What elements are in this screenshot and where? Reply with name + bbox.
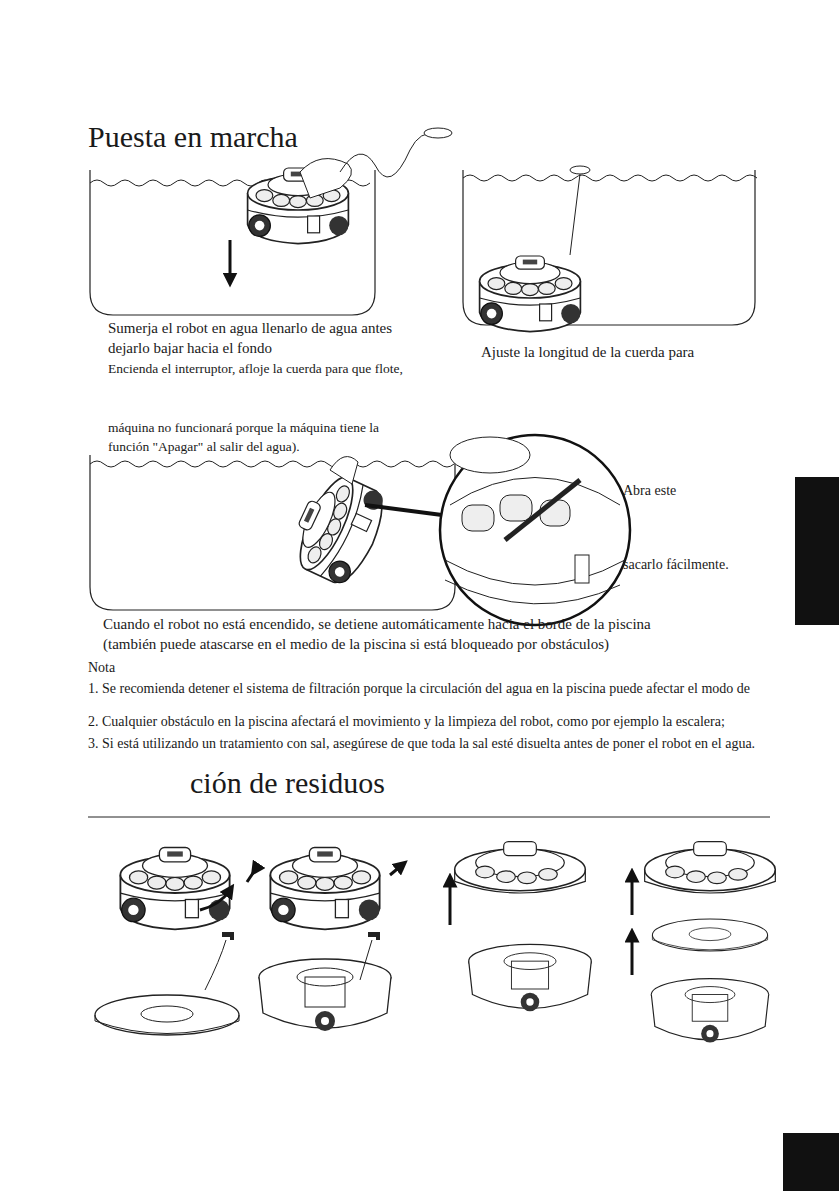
instruction-text: dejarlo bajar hacia el fondo (108, 340, 272, 357)
note-text: 1. Se recomienda detener el sistema de f… (88, 681, 750, 697)
page-title: Puesta en marcha (88, 120, 298, 155)
instruction-text: Sumerja el robot en agua llenarlo de agu… (108, 320, 392, 337)
note-heading: Nota (88, 660, 115, 676)
callout-text: Abra este (623, 483, 676, 499)
note-text: 2. Cualquier obstáculo en la piscina afe… (88, 714, 725, 730)
instruction-text: máquina no funcionará porque la máquina … (108, 420, 379, 436)
instruction-text: Ajuste la longitud de la cuerda para (481, 344, 694, 361)
instruction-text: Encienda el interruptor, afloje la cuerd… (108, 361, 403, 377)
callout-text: sacarlo fácilmente. (623, 557, 729, 573)
note-text: 3. Si está utilizando un tratamiento con… (88, 736, 755, 752)
instruction-text: función "Apagar" al salir del agua). (108, 439, 300, 455)
instruction-text: Cuando el robot no está encendido, se de… (103, 616, 651, 633)
instruction-text: (también puede atascarse en el medio de … (103, 636, 609, 653)
section-heading: ción de residuos (190, 766, 385, 801)
